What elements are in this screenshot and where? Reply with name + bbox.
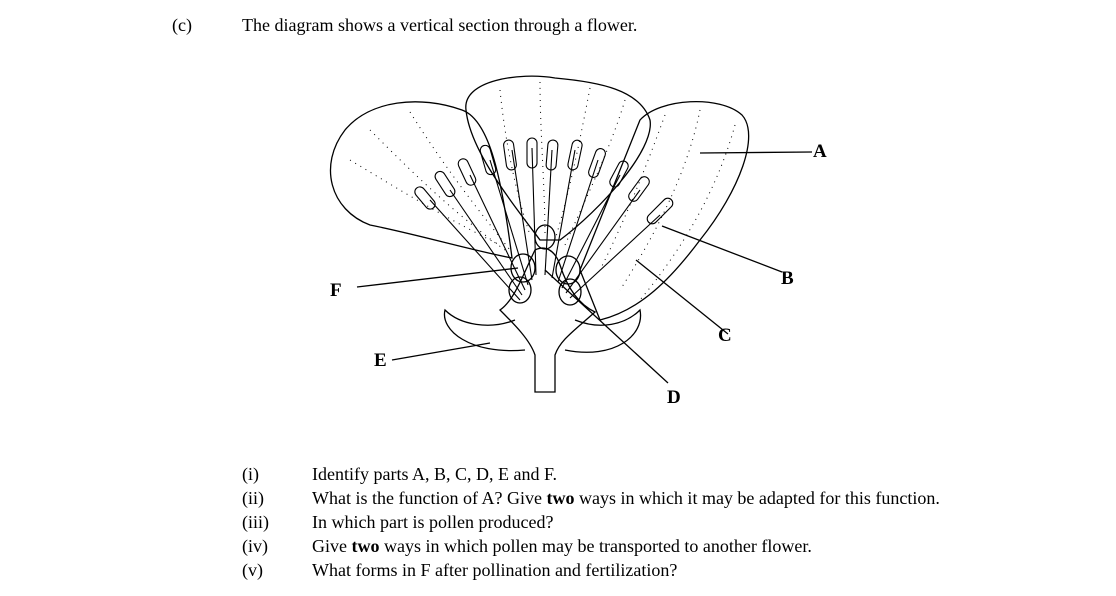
- question-row: (ii) What is the function of A? Give two…: [242, 488, 940, 512]
- label-a: A: [813, 141, 827, 162]
- left-petal: [329, 101, 513, 259]
- label-e: E: [374, 350, 387, 371]
- question-text: Identify parts A, B, C, D, E and F.: [312, 464, 558, 484]
- leader-line-a: [699, 151, 813, 154]
- label-c: C: [718, 325, 732, 346]
- question-text: Give two ways in which pollen may be tra…: [312, 536, 812, 556]
- question-number: (iii): [242, 512, 269, 532]
- leader-line-d: [544, 269, 669, 384]
- intro-text: The diagram shows a vertical section thr…: [242, 15, 638, 35]
- question-row: (iii) In which part is pollen produced?: [242, 512, 940, 536]
- question-number: (v): [242, 560, 263, 580]
- section-label: (c): [172, 15, 192, 35]
- leader-line-c: [635, 259, 729, 335]
- question-number: (ii): [242, 488, 264, 508]
- leader-line-f: [356, 267, 519, 288]
- label-f: F: [330, 280, 342, 301]
- question-text: In which part is pollen produced?: [312, 512, 554, 532]
- label-b: B: [781, 268, 794, 289]
- question-row: (v) What forms in F after pollination an…: [242, 560, 940, 584]
- question-row: (iv) Give two ways in which pollen may b…: [242, 536, 940, 560]
- leader-line-b: [661, 225, 783, 273]
- left-sepal: [443, 308, 526, 352]
- question-row: (i) Identify parts A, B, C, D, E and F.: [242, 464, 940, 488]
- question-text: What forms in F after pollination and fe…: [312, 560, 678, 580]
- leader-line-e: [391, 342, 491, 361]
- receptacle: [498, 247, 597, 393]
- right-petal: [579, 100, 750, 321]
- right-sepal: [564, 308, 642, 353]
- label-d: D: [667, 387, 681, 408]
- question-text: What is the function of A? Give two ways…: [312, 488, 940, 508]
- question-list: (i) Identify parts A, B, C, D, E and F. …: [242, 464, 940, 584]
- question-number: (iv): [242, 536, 268, 556]
- question-number: (i): [242, 464, 259, 484]
